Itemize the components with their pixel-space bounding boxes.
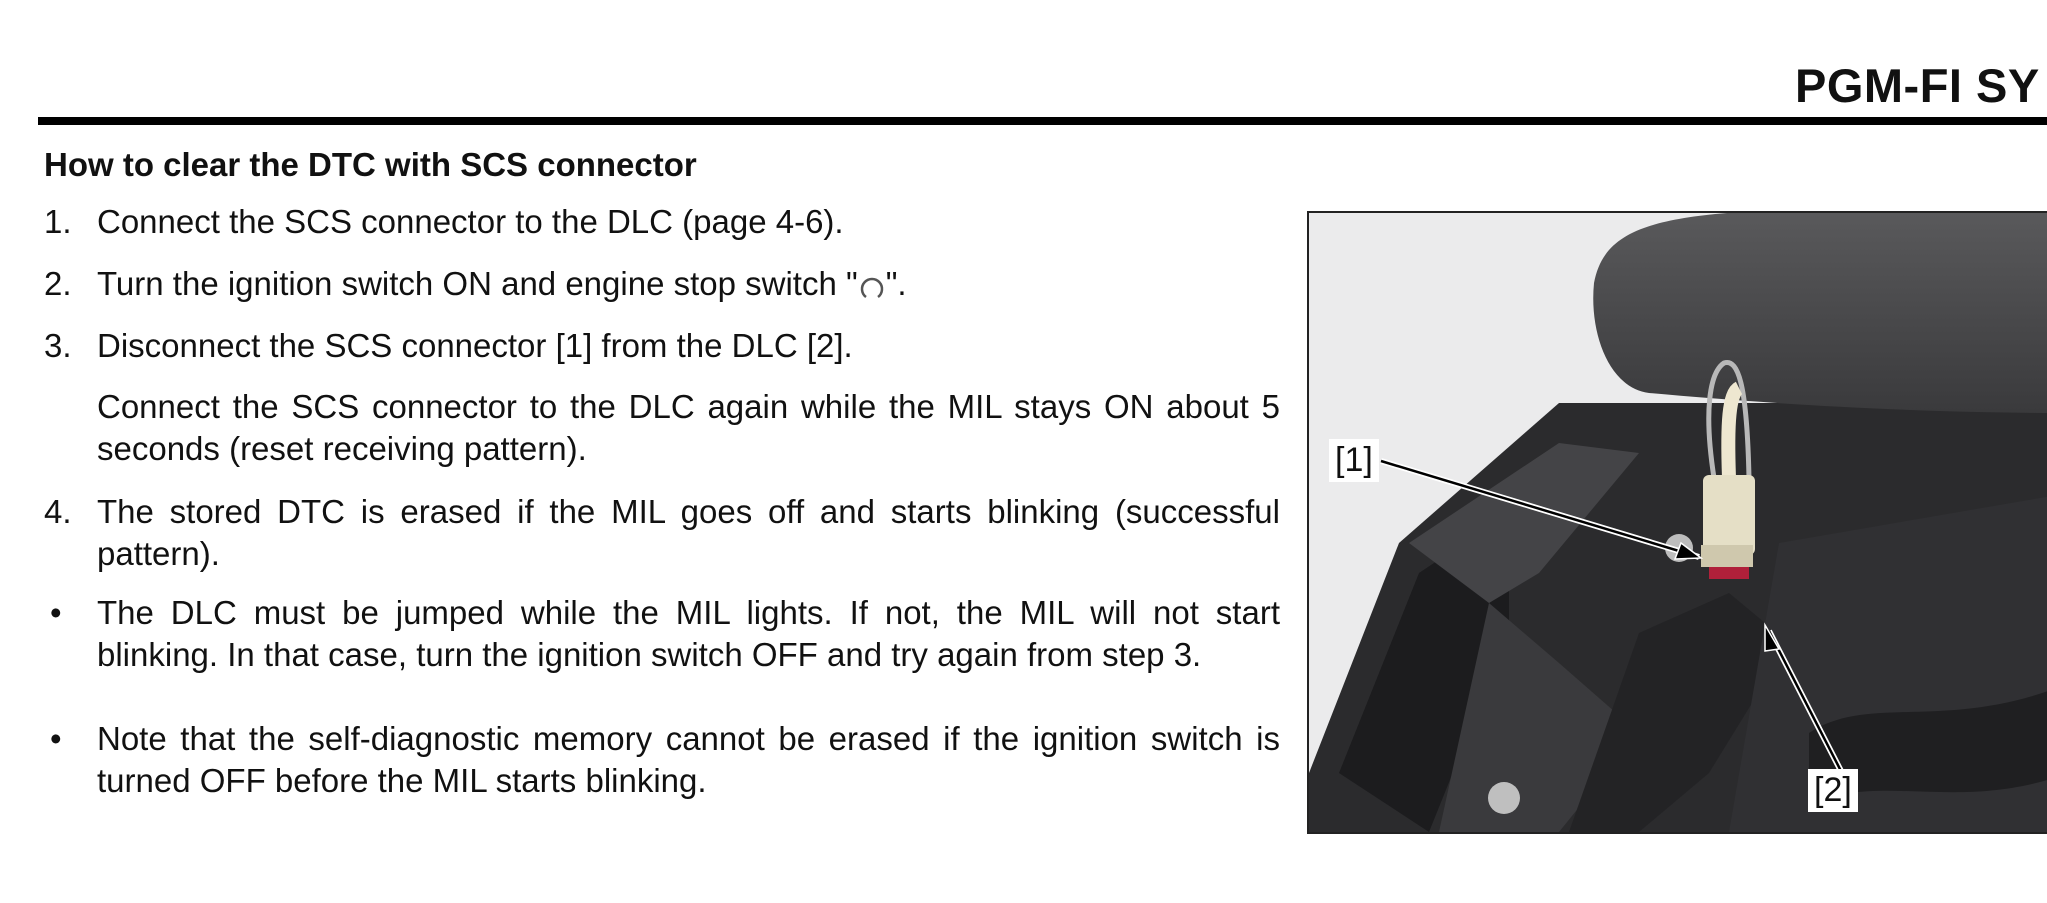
section-title: PGM-FI SY <box>1795 59 2040 112</box>
step-text: Connect the SCS connector to the DLC aga… <box>97 388 1280 467</box>
step-number: 4. <box>44 493 72 530</box>
step-2: 2. Turn the ignition switch ON and engin… <box>44 263 1280 305</box>
step-text: Turn the ignition switch ON and engine s… <box>97 263 1280 305</box>
header-rule <box>38 117 2047 125</box>
procedure-heading: How to clear the DTC with SCS connector <box>44 146 697 183</box>
step-3: 3. Disconnect the SCS connector [1] from… <box>44 325 1280 367</box>
step-4: 4. The stored DTC is erased if the MIL g… <box>44 491 1280 575</box>
step-1: 1. Connect the SCS connector to the DLC … <box>44 201 1280 243</box>
bullet: • <box>50 720 62 757</box>
callout-2-label: [2] <box>1808 769 1858 812</box>
callout-1-label: [1] <box>1329 439 1379 482</box>
photo-illustration <box>1309 213 2047 832</box>
step-3-continued: Connect the SCS connector to the DLC aga… <box>44 386 1280 470</box>
step-text-part: Turn the ignition switch ON and engine s… <box>97 265 858 302</box>
step-text: The stored DTC is erased if the MIL goes… <box>97 493 1280 572</box>
note-text: The DLC must be jumped while the MIL lig… <box>97 594 1280 673</box>
step-number: 3. <box>44 327 72 364</box>
step-text: Connect the SCS connector to the DLC (pa… <box>97 203 844 240</box>
note-text: Note that the self-diagnostic memory can… <box>97 720 1280 799</box>
note-2: • Note that the self-diagnostic memory c… <box>44 718 1280 802</box>
connector-photo: [1] [2] <box>1307 211 2047 834</box>
engine-stop-run-symbol-icon <box>860 277 883 298</box>
step-number: 1. <box>44 203 72 240</box>
note-1: • The DLC must be jumped while the MIL l… <box>44 592 1280 676</box>
step-text-part: ". <box>885 265 907 302</box>
bullet: • <box>50 594 62 631</box>
step-number: 2. <box>44 265 72 302</box>
step-text: Disconnect the SCS connector [1] from th… <box>97 327 853 364</box>
